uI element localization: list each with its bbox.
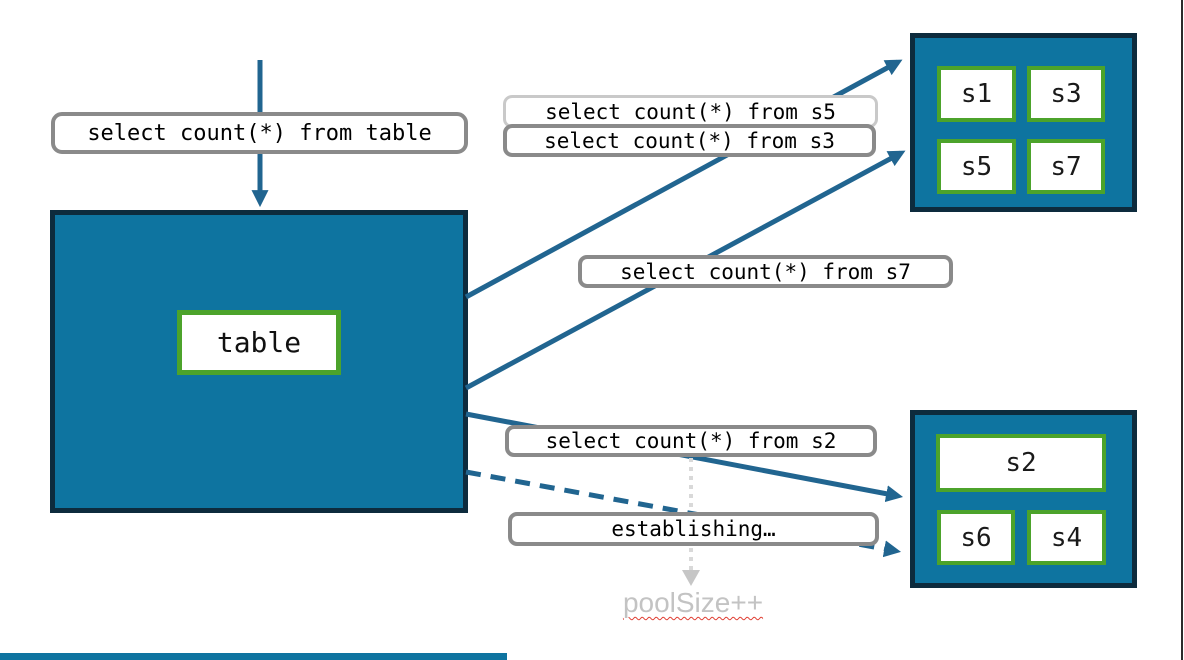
shard-chip-s2: s2 [936, 434, 1106, 492]
bottom-edge-bar [0, 653, 507, 660]
shard-chip-s6: s6 [937, 510, 1015, 565]
shard-label: s1 [960, 79, 993, 109]
shard-label: s3 [1050, 79, 1082, 109]
query-label-s3: select count(*) from s3 [503, 124, 876, 157]
shard-label: s7 [1050, 151, 1082, 182]
shard-chip-s4: s4 [1027, 510, 1106, 565]
client-query-text: select count(*) from table [87, 120, 432, 146]
query-label-s7: select count(*) from s7 [578, 255, 953, 288]
pool-size-arrowhead-icon [682, 570, 700, 586]
pool-size-text: poolSize++ [622, 587, 764, 618]
shard-label: s2 [1005, 448, 1037, 478]
shard-chip-s1: s1 [937, 66, 1016, 122]
query-text-s5: select count(*) from s5 [545, 99, 836, 124]
query-label-establishing: establishing… [508, 512, 879, 546]
query-text-s7: select count(*) from s7 [620, 259, 911, 284]
query-text-s3: select count(*) from s3 [544, 128, 835, 153]
shard-chip-s7: s7 [1027, 139, 1105, 194]
table-chip-label: table [216, 326, 302, 359]
shard-label: s4 [1050, 522, 1083, 553]
query-text-establishing: establishing… [611, 517, 776, 541]
shard-label: s6 [960, 522, 992, 553]
query-text-s2: select count(*) from s2 [545, 429, 837, 453]
pool-size-annotation: poolSize++ [590, 587, 796, 619]
client-query-label: select count(*) from table [51, 112, 468, 154]
table-chip: table [177, 310, 341, 375]
shard-chip-s3: s3 [1027, 66, 1105, 122]
shard-chip-s5: s5 [937, 139, 1016, 194]
shard-label: s5 [960, 151, 993, 182]
query-label-s2: select count(*) from s2 [505, 425, 877, 457]
table-box: table [50, 210, 468, 513]
slide-right-border [1181, 0, 1183, 660]
